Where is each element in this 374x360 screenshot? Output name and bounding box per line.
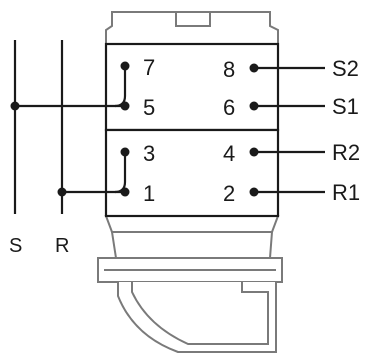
terminal-dot-1 (120, 187, 130, 197)
connection-label-r2: R2 (332, 140, 360, 165)
bus-label-s: S (9, 235, 22, 257)
terminal-block (104, 42, 280, 218)
connection-label-s1: S1 (332, 94, 359, 119)
bus-labels: S R (9, 235, 69, 257)
connection-label-s2: S2 (332, 56, 359, 81)
wire-s-to-5 (10, 61, 130, 111)
terminal-block-upper (104, 42, 280, 132)
relay-housing (97, 11, 283, 353)
terminal-label-2: 2 (223, 181, 235, 206)
terminal-label-5: 5 (143, 95, 155, 120)
bus-lines (13, 40, 64, 214)
terminal-label-7: 7 (143, 55, 155, 80)
right-leads (249, 63, 325, 197)
housing-base-inner (131, 282, 269, 345)
terminal-label-6: 6 (223, 95, 235, 120)
terminal-label-1: 1 (143, 181, 155, 206)
connection-labels: S2 S1 R2 R1 (332, 56, 360, 205)
terminal-block-lower (104, 128, 280, 218)
terminal-labels: 7 8 5 6 3 4 1 2 (143, 55, 235, 206)
terminal-label-3: 3 (143, 141, 155, 166)
bus-label-r: R (55, 235, 69, 257)
terminal-label-4: 4 (223, 141, 235, 166)
housing-collar (104, 215, 280, 233)
housing-top-notch (175, 11, 211, 27)
connection-label-r1: R1 (332, 180, 360, 205)
wire-r-to-1 (57, 147, 130, 197)
terminal-dot-7 (120, 61, 130, 71)
terminal-dot-3 (120, 147, 130, 157)
terminal-dot-5 (120, 101, 130, 111)
housing-neck (110, 231, 274, 259)
terminal-label-8: 8 (223, 57, 235, 82)
